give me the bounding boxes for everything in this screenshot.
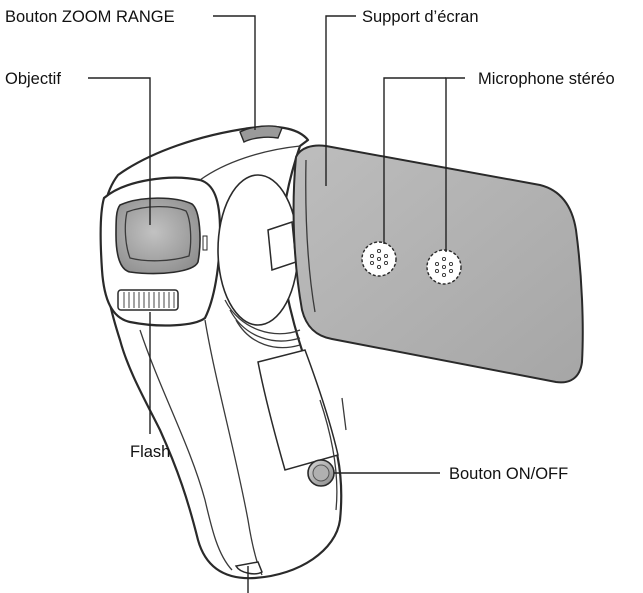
flash-window — [117, 289, 179, 311]
label-lens: Objectif — [5, 70, 61, 88]
label-zoom-range-button: Bouton ZOOM RANGE — [5, 8, 175, 26]
side-slit — [341, 397, 347, 431]
lens-inner-rim — [124, 205, 192, 262]
microphone-left-holes — [369, 248, 389, 270]
leader-lines — [88, 15, 465, 593]
leader-lens — [88, 77, 151, 225]
label-monitor-support: Support d’écran — [362, 8, 479, 26]
leader-microphone-right — [445, 77, 465, 252]
grip-contour-mid — [204, 319, 263, 576]
leader-microphone-left — [383, 77, 446, 244]
top-ridge — [199, 145, 301, 181]
grip-contour-left — [139, 329, 233, 571]
lcd-screen-edge — [305, 159, 316, 313]
microphone-left-icon — [361, 241, 397, 277]
power-button-inner — [312, 464, 330, 482]
leader-monitor-support — [325, 15, 356, 186]
camcorder-illustration — [99, 125, 347, 580]
zoom-range-button-shape — [239, 125, 283, 143]
hinge-ring-3 — [235, 319, 301, 349]
hinge-clip — [267, 220, 297, 272]
bottom-nub — [234, 561, 263, 575]
microphone-right-holes — [434, 256, 454, 278]
side-indicator — [202, 235, 208, 251]
label-flash: Flash — [130, 443, 170, 461]
hinge-ring-2 — [229, 309, 301, 342]
card-door — [257, 349, 339, 471]
label-power-button: Bouton ON/OFF — [449, 465, 568, 483]
lens-glass — [115, 197, 201, 275]
callout-labels: Bouton ZOOM RANGE Support d’écran Object… — [5, 8, 615, 483]
hinge-ring — [224, 299, 301, 335]
leader-zoom-range — [213, 15, 256, 130]
flash-grill — [123, 292, 175, 308]
grip-contour-right — [319, 399, 338, 511]
lcd-monitor — [292, 144, 584, 384]
label-stereo-microphone: Microphone stéréo — [478, 70, 615, 88]
microphone-right-icon — [426, 249, 462, 285]
